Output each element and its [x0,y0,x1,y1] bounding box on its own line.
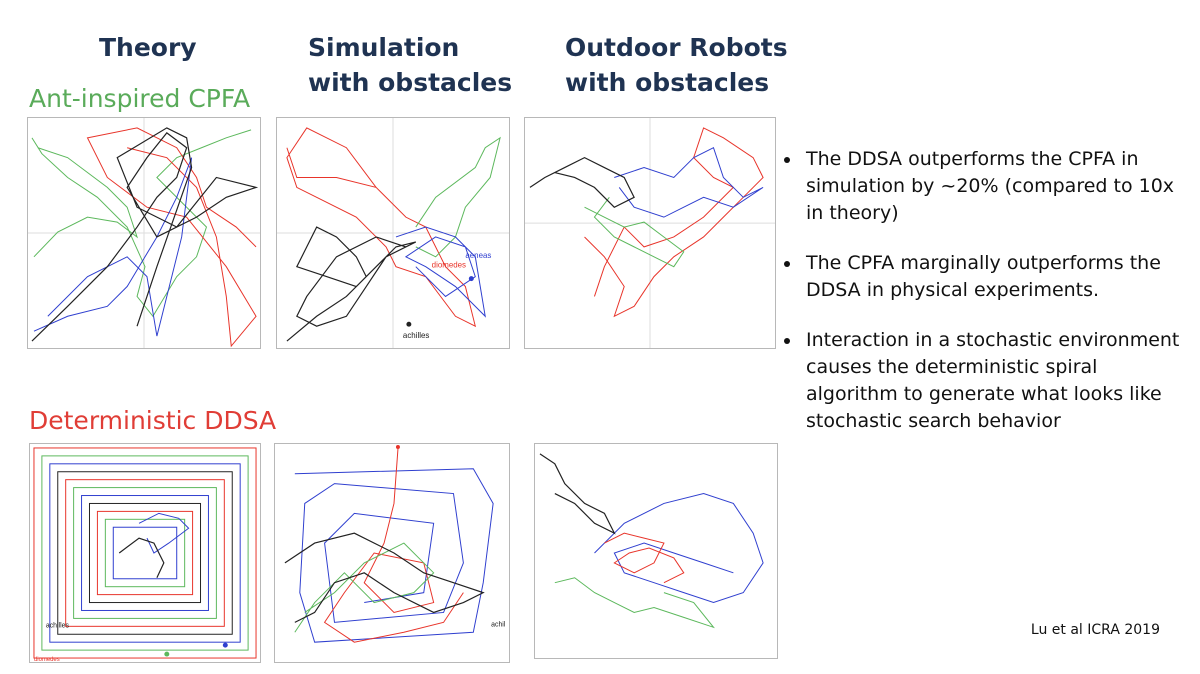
trajectory-plot: aeneas diomedes achilles [277,118,509,348]
bullet-dot-icon [784,338,790,344]
panel-simulation-cpfa: aeneas diomedes achilles [276,117,510,349]
bullet-item: The DDSA outperforms the CPFA in simulat… [780,146,1190,227]
column-heading-theory: Theory [99,30,197,65]
panel-outdoor-ddsa [534,443,778,659]
bullet-text: The DDSA outperforms the CPFA in simulat… [806,148,1175,224]
row-label-cpfa: Ant-inspired CPFA [29,84,251,113]
trajectory-plot [28,118,260,348]
panel-theory-ddsa: achilles diomedes [29,443,261,663]
panel-simulation-ddsa: achil [274,443,510,663]
row-label-ddsa: Deterministic DDSA [29,406,277,435]
key-findings-list: The DDSA outperforms the CPFA in simulat… [780,146,1190,458]
column-heading-outdoor-robots: Outdoor Robots with obstacles [565,30,788,100]
robot-label-achilles: achilles [46,622,70,629]
column-heading-line: Outdoor Robots [565,33,788,62]
bullet-dot-icon [784,157,790,163]
trajectory-plot [525,118,775,348]
trajectory-plot: achilles diomedes [33,447,257,662]
column-heading-simulation: Simulation with obstacles [308,30,512,100]
citation: Lu et al ICRA 2019 [1030,622,1160,638]
robot-label-diomedes: diomedes [432,261,466,270]
bullet-item: Interaction in a stochastic environment … [780,327,1190,435]
column-heading-line: with obstacles [308,68,513,97]
bullet-text: The CPFA marginally outperforms the DDSA… [806,252,1161,301]
bullet-item: The CPFA marginally outperforms the DDSA… [780,250,1190,304]
robot-label-achilles: achilles [403,331,429,340]
column-heading-line: Simulation [308,33,460,62]
panel-theory-cpfa [27,117,261,349]
trajectory-plot [539,453,764,629]
column-heading-line: Theory [99,33,197,62]
bullet-text: Interaction in a stochastic environment … [806,329,1180,432]
column-heading-line: with obstacles [565,68,770,97]
trajectory-plot: achil [284,444,506,643]
robot-label-achilles: achil [491,621,506,628]
bullet-dot-icon [784,261,790,267]
robot-label-diomedes: diomedes [34,657,60,662]
robot-label-aeneas: aeneas [465,251,491,260]
panel-outdoor-cpfa [524,117,776,349]
